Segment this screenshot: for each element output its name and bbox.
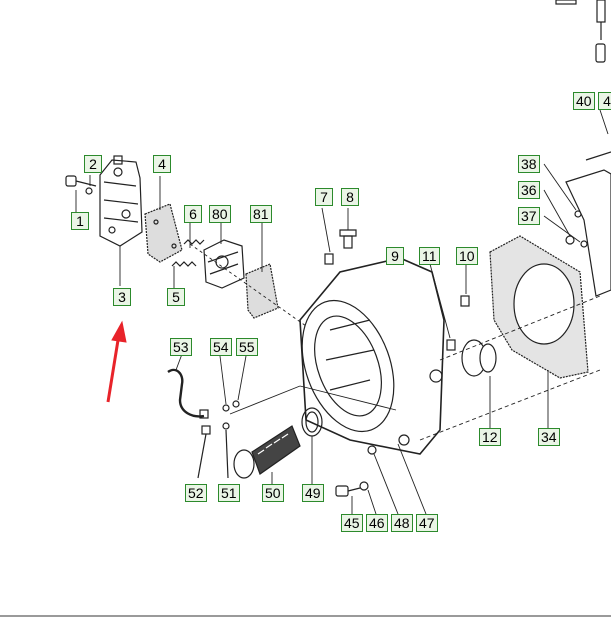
callout-part-1: 1 <box>71 212 89 230</box>
callout-part-51: 51 <box>218 484 240 502</box>
housing-part-9 <box>299 257 445 455</box>
bolt-part-7 <box>324 253 334 265</box>
leader-lines <box>75 109 609 515</box>
bottom-divider <box>0 615 611 617</box>
callout-part-3: 3 <box>113 288 131 306</box>
plug-part-8 <box>339 229 357 249</box>
fittings-part-54-55 <box>222 400 240 412</box>
callout-part-48: 48 <box>391 514 413 532</box>
valve-block-part-3 <box>99 155 143 247</box>
callout-part-80: 80 <box>209 205 231 223</box>
gasket-part-81 <box>245 263 279 319</box>
callout-part-12: 12 <box>479 428 501 446</box>
bolt-part-1 <box>65 175 97 195</box>
callout-part-7: 7 <box>315 188 333 206</box>
red-arrow-annotation <box>106 320 127 403</box>
callout-part-36: 36 <box>518 181 540 199</box>
bolt-part-10 <box>460 295 470 307</box>
callout-part-55: 55 <box>236 338 258 356</box>
pipe-part-53 <box>167 368 209 419</box>
bolt-part-45 <box>335 485 361 497</box>
gasket-part-4 <box>144 203 183 263</box>
callout-part-37: 37 <box>518 207 540 225</box>
callout-part-2: 2 <box>84 155 102 173</box>
callout-part-50: 50 <box>262 484 284 502</box>
plug-part-48 <box>367 445 377 455</box>
callout-part-34: 34 <box>538 428 560 446</box>
callout-part-4-cropped: 4 <box>598 92 611 110</box>
bolt-part-52 <box>197 425 211 479</box>
callout-part-47: 47 <box>416 514 438 532</box>
callout-part-11: 11 <box>419 247 440 265</box>
callout-part-4: 4 <box>153 155 171 173</box>
callout-part-10: 10 <box>456 247 478 265</box>
callout-part-46: 46 <box>366 514 388 532</box>
washer-part-51 <box>222 422 230 479</box>
housing-fragment-right <box>565 151 611 297</box>
callout-part-53: 53 <box>170 338 192 356</box>
washer-part-46 <box>359 481 369 491</box>
callout-part-9: 9 <box>386 247 404 265</box>
callout-part-38: 38 <box>518 155 540 173</box>
cover-part-80 <box>203 239 245 289</box>
callout-part-6: 6 <box>184 205 202 223</box>
callout-part-5: 5 <box>167 288 185 306</box>
callout-part-40: 40 <box>573 92 595 110</box>
strainer-part-50 <box>233 425 301 479</box>
callout-part-45: 45 <box>341 514 363 532</box>
callout-part-8: 8 <box>341 188 359 206</box>
callout-part-49: 49 <box>302 484 324 502</box>
callout-part-54: 54 <box>210 338 232 356</box>
callout-part-52: 52 <box>185 484 207 502</box>
spring-part-5 <box>171 239 205 267</box>
shaft-part-top-right <box>555 0 606 63</box>
bolt-part-11 <box>446 339 456 351</box>
callout-part-81: 81 <box>250 205 272 223</box>
bearing-part-12 <box>461 339 497 377</box>
gasket-part-34 <box>489 235 589 379</box>
